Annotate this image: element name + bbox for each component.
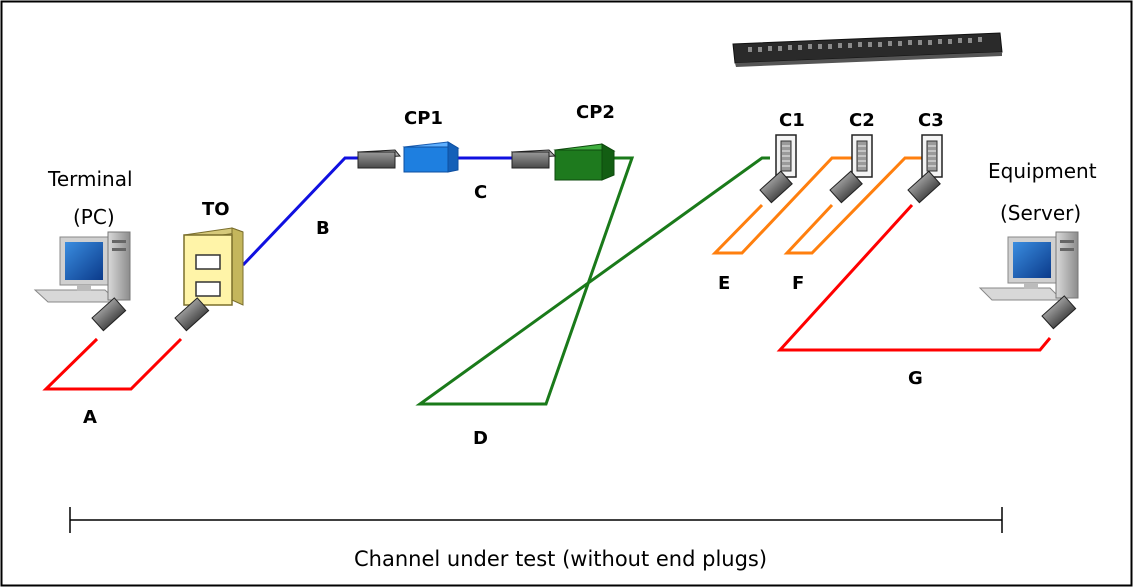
label-equipment-sub: (Server) [1000,201,1081,225]
channel-span-bar [69,507,1003,533]
label-d: D [473,428,488,449]
rj45-plug-to [174,297,210,332]
rj45-plug-e [759,170,793,204]
label-c1: C1 [779,110,805,131]
rj45-plug-cp1 [356,149,402,169]
rj45-plug-g [907,170,941,204]
cable-g [776,203,1052,352]
cp2-box [553,143,616,181]
channel-caption: Channel under test (without end plugs) [354,547,767,571]
terminal-pc-image [33,231,131,303]
rj45-plug-cp2 [510,149,557,169]
panel-port-c1 [775,134,797,178]
label-cp1: CP1 [404,108,443,129]
label-terminal: Terminal [47,167,133,191]
cp1-box [402,141,460,173]
rj45-plug-server [1041,295,1077,330]
label-c3: C3 [918,110,944,131]
label-terminal-sub: (PC) [73,205,115,229]
label-f: F [792,273,804,294]
label-b: B [316,218,330,239]
label-to: TO [202,199,230,220]
telecom-outlet-box [183,227,244,306]
panel-port-c2 [851,134,873,178]
label-c: C [474,182,487,203]
rj45-plug-f [829,170,863,204]
label-equipment: Equipment [988,159,1097,183]
cable-f [783,156,922,255]
label-e: E [718,273,730,294]
rj45-plug-pc [91,297,127,332]
label-a: A [83,407,97,428]
cable-e [711,156,852,255]
label-cp2: CP2 [576,102,615,123]
cable-a [42,337,183,391]
cable-d [415,156,770,406]
cable-b [241,156,360,267]
label-c2: C2 [849,110,875,131]
patch-panel-image [732,32,1003,67]
label-g: G [908,368,923,389]
panel-port-c3 [921,134,943,178]
equipment-server-image [978,231,1079,301]
